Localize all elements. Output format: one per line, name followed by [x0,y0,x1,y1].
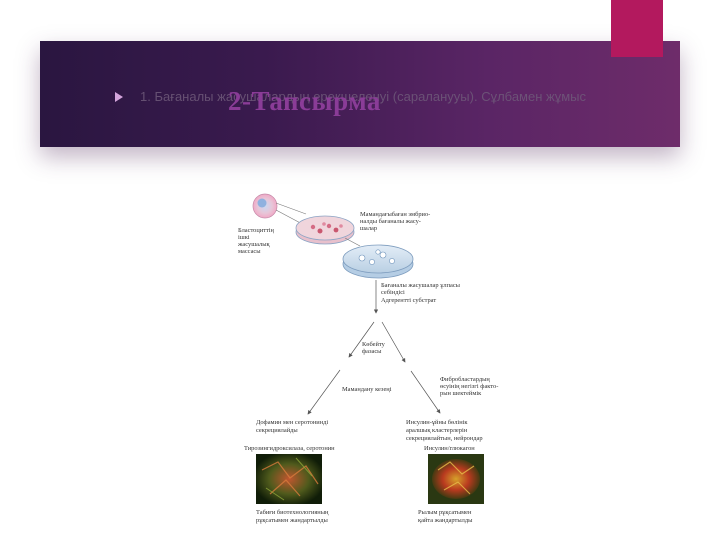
arrow [381,321,406,363]
growth-label: Бағаналы жасушалар ұлпасы себіндісі Адге… [381,282,462,304]
fibroblast-label: Фибробластардың өсуінің негізгі факто- р… [440,376,500,397]
left-micrograph [256,454,322,504]
accent-tab [611,0,663,57]
right-micrograph [428,454,484,504]
left-bottom-label: Табиғи биотехнологияның рұқсатымен жанда… [256,509,330,524]
slide-title: 2-Тапсырма [228,86,381,116]
title-banner [40,41,680,147]
left-branch-label: Дофамин мен серотонинді секрециялайды [256,419,330,434]
pointer-line [275,202,307,215]
arrow [410,370,441,414]
right-branch-label: Инсулин-ұйны бөлінік аралшық кластерлері… [406,419,483,442]
bullet-icon [115,92,123,102]
culture-dish-icon [295,215,355,245]
right-bottom-label: Рылым рұқсатымен қайта жандартылды [418,509,473,524]
growth-dish-icon [342,244,414,279]
pointer-line [344,237,361,247]
blastocyst-icon [252,193,278,219]
blastocyst-label: Бластоциттің ішкі жасушалық массасы [237,227,276,255]
left-image-caption: Тирозингидроксилаза, серотонин [244,445,335,452]
arrow [348,321,375,358]
specialization-label: Мамандану кезеңі [342,386,392,393]
task-text: 1. Бағаналы жасушалардың ерекшеленуі (са… [140,89,586,104]
right-image-caption: Инсулин/глюкагон [424,445,475,452]
culture-label: Мамандағыбаған эмбрио- налды бағаналы жа… [360,211,432,232]
arrow [307,369,341,415]
expansion-label: Көбейту фазасы [362,341,386,355]
